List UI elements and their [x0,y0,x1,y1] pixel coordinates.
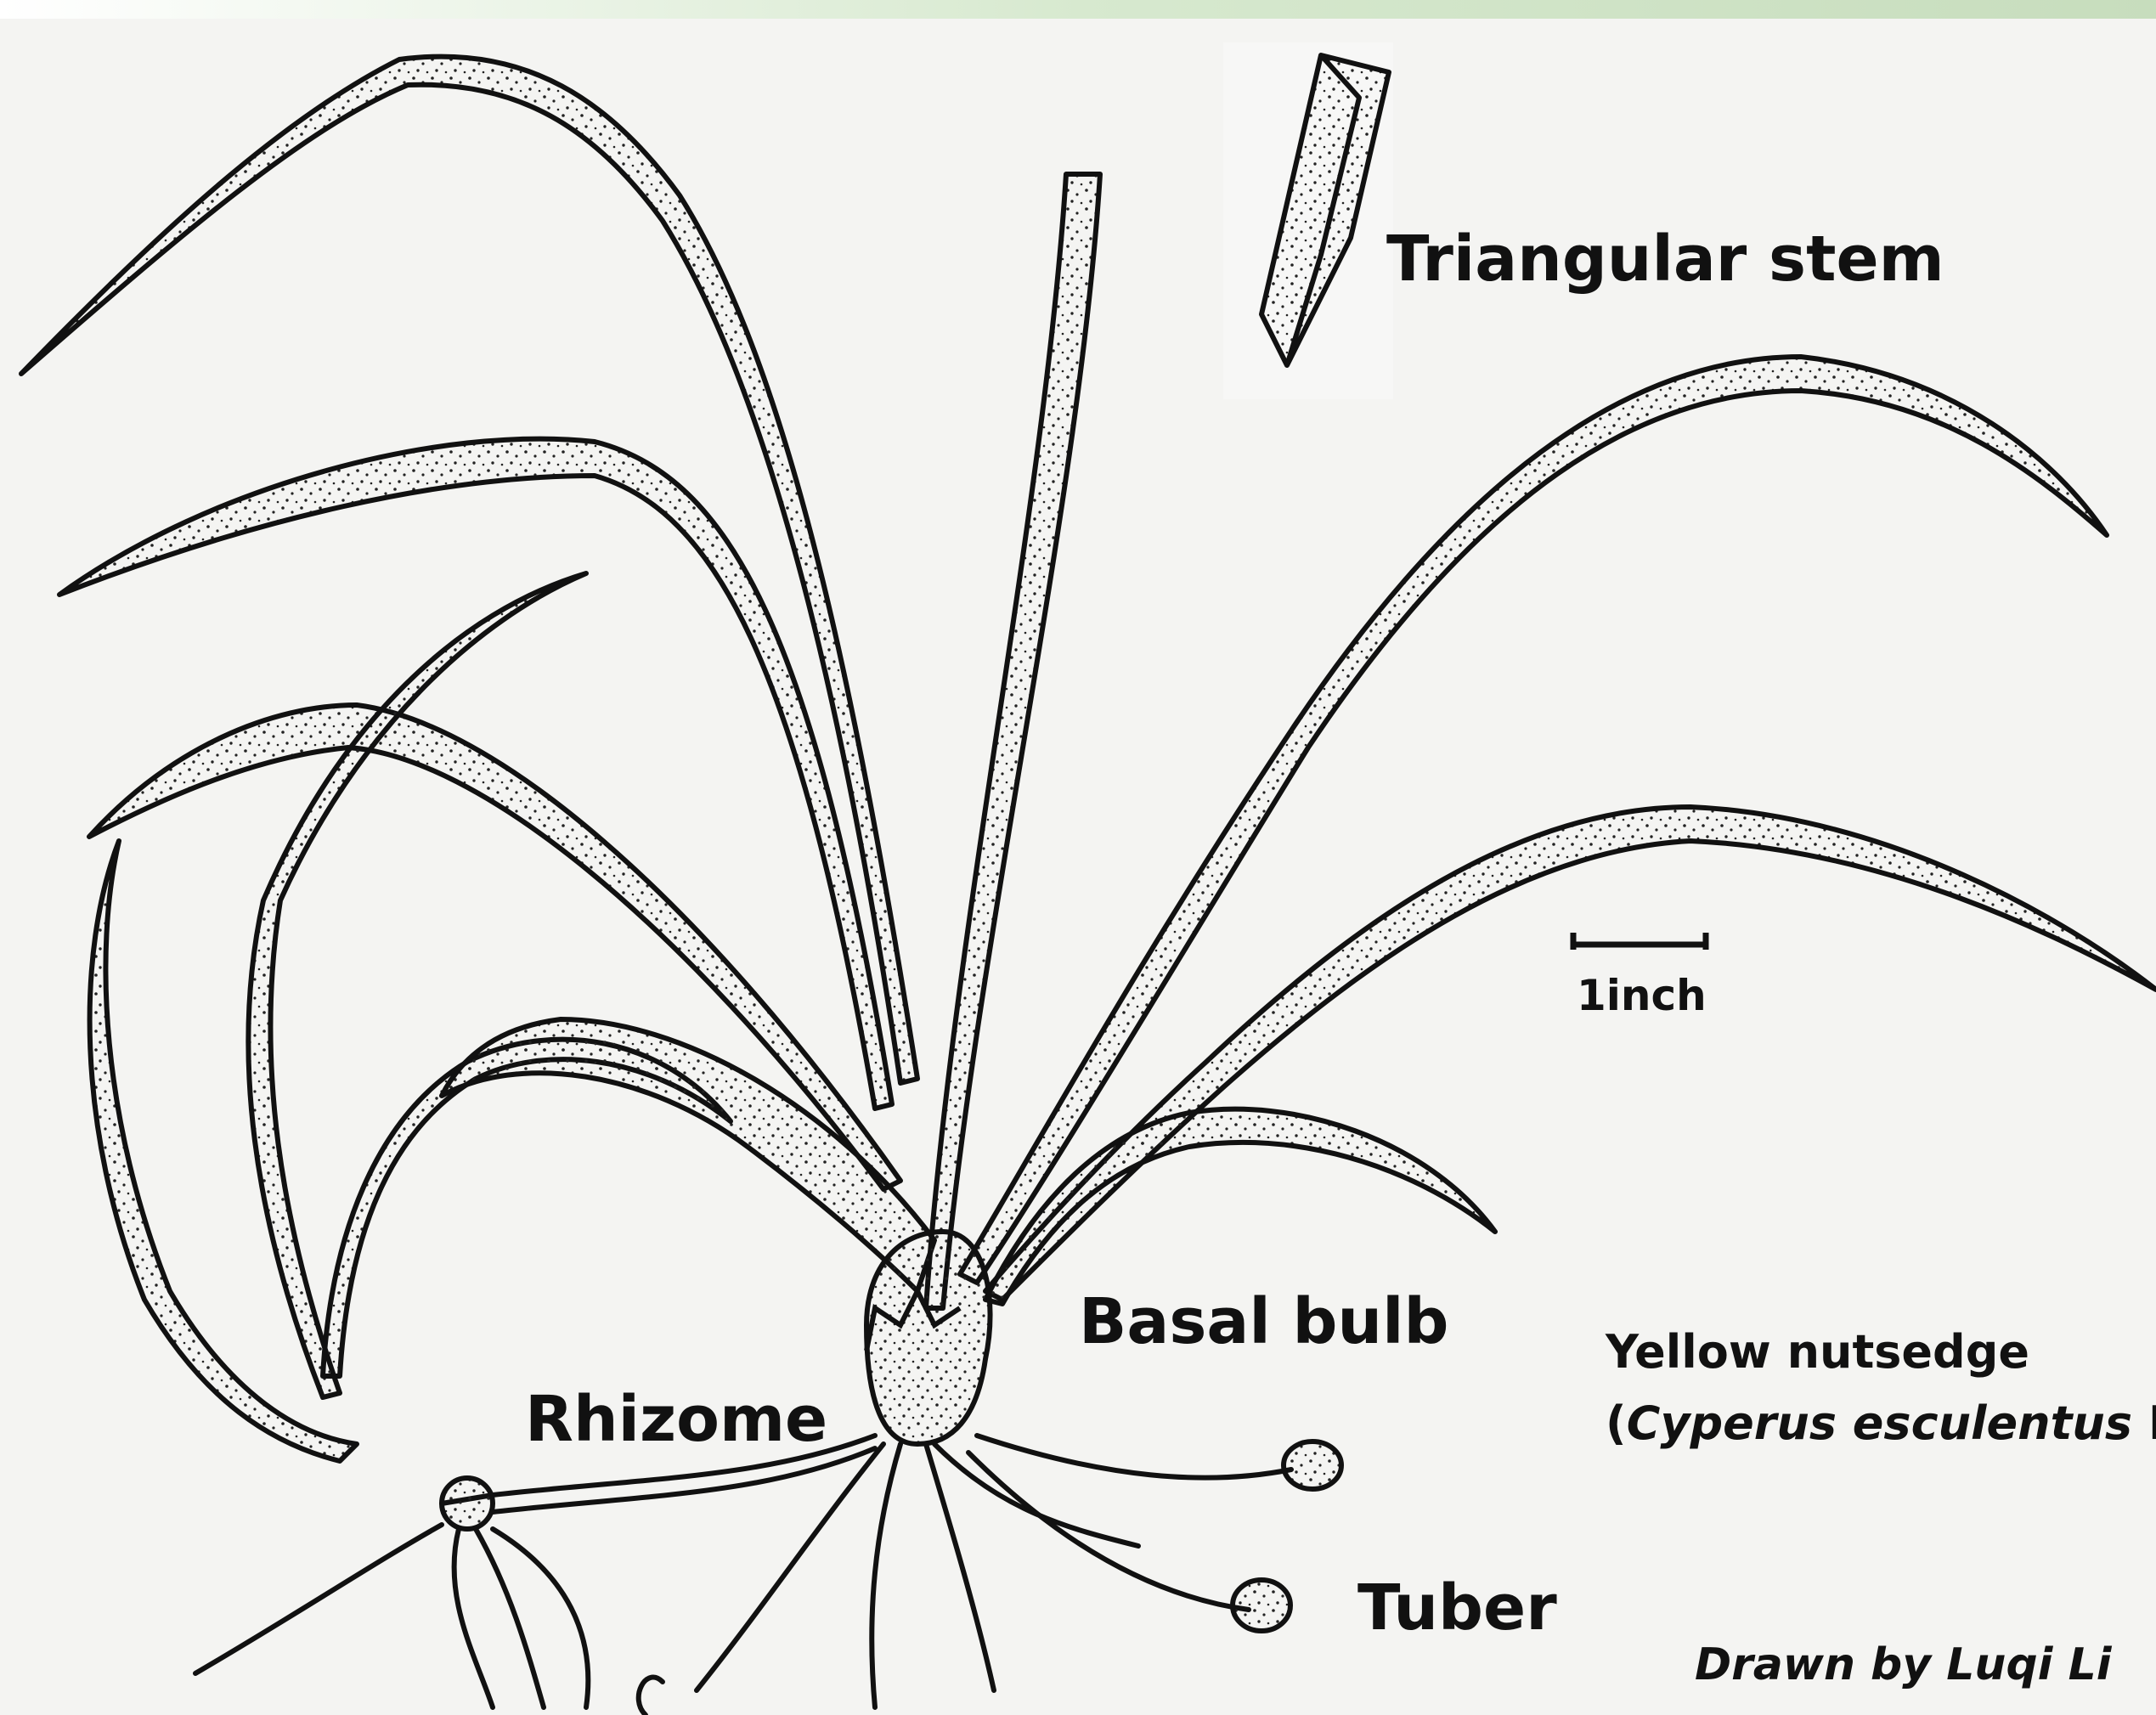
leaf-upper-left [21,57,917,1083]
species-scientific-name: (Cyperus esculentus L.) [1606,1388,2156,1459]
rhizome-node [442,1478,493,1529]
basal-bulb [866,1232,991,1444]
label-basal-bulb: Basal bulb [1079,1285,1448,1358]
tuber-lower [1233,1580,1290,1631]
tubers [1233,1441,1341,1631]
label-rhizome: Rhizome [525,1383,827,1456]
species-binomial: Cyperus esculentus [1627,1396,2132,1450]
species-name: Yellow nutsedge (Cyperus esculentus L.) [1606,1317,2156,1459]
artist-credit: Drawn by Luqi Li [1695,1639,2112,1690]
leaf-left-thin [248,573,586,1397]
label-scale: 1inch [1577,971,1707,1020]
rhizome-and-roots [195,1436,1291,1715]
tuber-stolon-upper [977,1436,1291,1478]
tuber-upper [1284,1441,1341,1489]
scale-bar [1573,933,1706,950]
label-tuber: Tuber [1357,1571,1557,1644]
leaf-right-lower [985,807,2156,1300]
top-band [0,0,2156,19]
leaf-central [926,174,1100,1308]
label-triangular-stem: Triangular stem [1386,223,1944,296]
species-common-name: Yellow nutsedge [1606,1317,2156,1388]
leaf-inner-left [442,1019,934,1291]
